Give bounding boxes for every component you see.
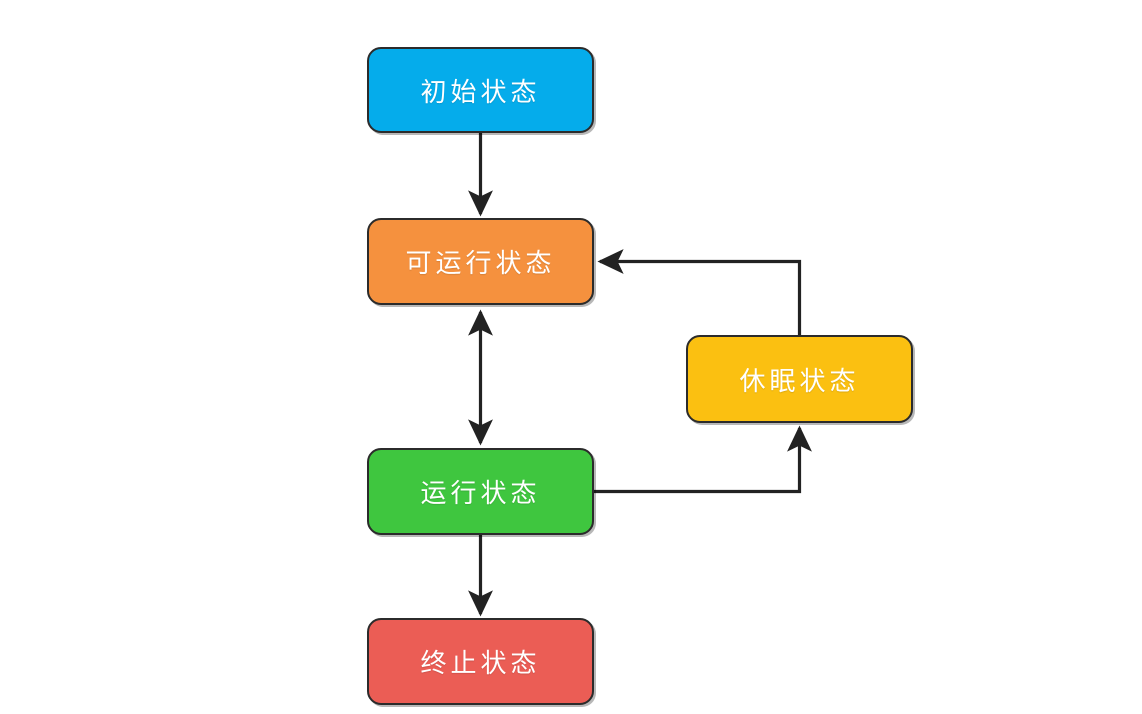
node-terminated-state[interactable]: 终止状态 (367, 618, 594, 705)
node-running-state[interactable]: 运行状态 (367, 448, 594, 535)
edge-running-to-sleeping (594, 425, 812, 494)
node-terminated-state-label: 终止状态 (420, 649, 541, 679)
node-initial-state-label: 初始状态 (420, 77, 541, 108)
node-sleeping-state[interactable]: 休眠状态 (686, 335, 913, 423)
node-runnable-state-label: 可运行状态 (405, 249, 556, 279)
node-running-state-label: 运行状态 (420, 479, 541, 509)
edge-sleeping-to-runnable (597, 249, 802, 335)
node-initial-state[interactable]: 初始状态 (367, 47, 594, 133)
node-runnable-state[interactable]: 可运行状态 (367, 218, 594, 305)
node-sleeping-state-label: 休眠状态 (739, 366, 860, 397)
